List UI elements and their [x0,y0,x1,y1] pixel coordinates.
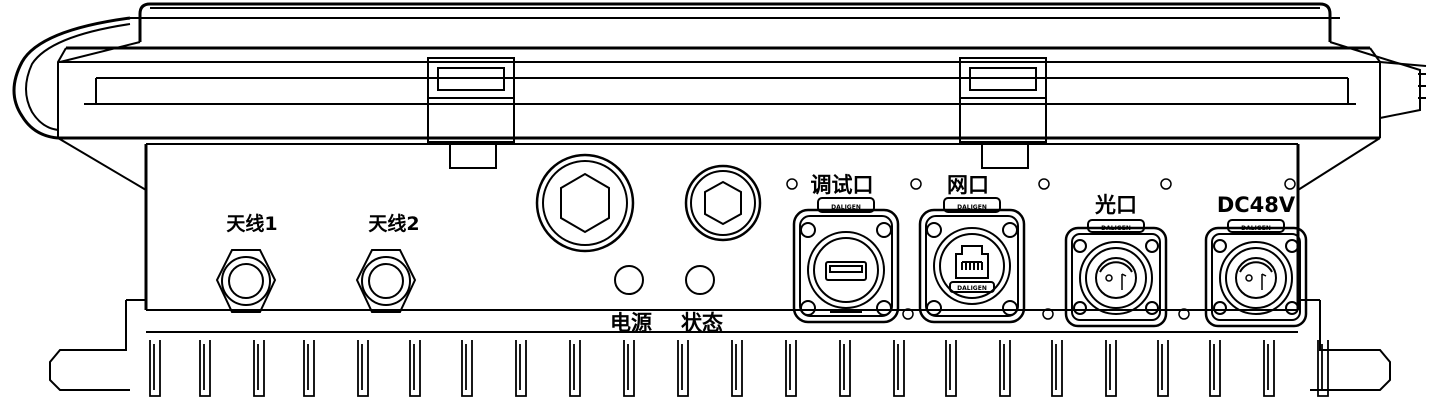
enclosure-lid [57,2,1427,145]
network-port-label: 网口 [947,173,989,197]
network-brand-mark: DALIGEN [957,204,987,211]
latch-left [427,57,515,169]
antenna-2-label: 天线2 [368,212,419,235]
optical-port-label: 光口 [1094,193,1137,217]
hex-plug-small [684,164,762,242]
antenna-connector-2 [355,249,417,313]
power-label: 电源 [610,311,652,335]
optical-port [1064,219,1168,328]
status-led-icon [685,265,715,295]
lid-hinge [12,16,141,140]
hex-plug-large [535,153,635,253]
dc-brand-mark: DALIGEN [1241,225,1271,232]
debug-brand-mark: DALIGEN [831,204,861,211]
debug-port-label: 调试口 [811,173,874,197]
optical-brand-mark: DALIGEN [1101,225,1131,232]
debug-port-usb [792,197,900,324]
status-label: 状态 [681,311,723,335]
network-port-rj45 [918,197,1026,324]
dc48v-port [1204,219,1308,328]
enclosure-body [49,137,1391,391]
latch-right [959,57,1047,169]
power-led-icon [614,265,644,295]
dc48v-label: DC48V [1217,193,1296,217]
network-brand-mark-bottom: DALIGEN [957,285,987,292]
mounting-holes [786,178,1296,320]
antenna-1-label: 天线1 [226,212,277,235]
bottom-fins [149,340,1329,397]
antenna-connector-1 [215,249,277,313]
